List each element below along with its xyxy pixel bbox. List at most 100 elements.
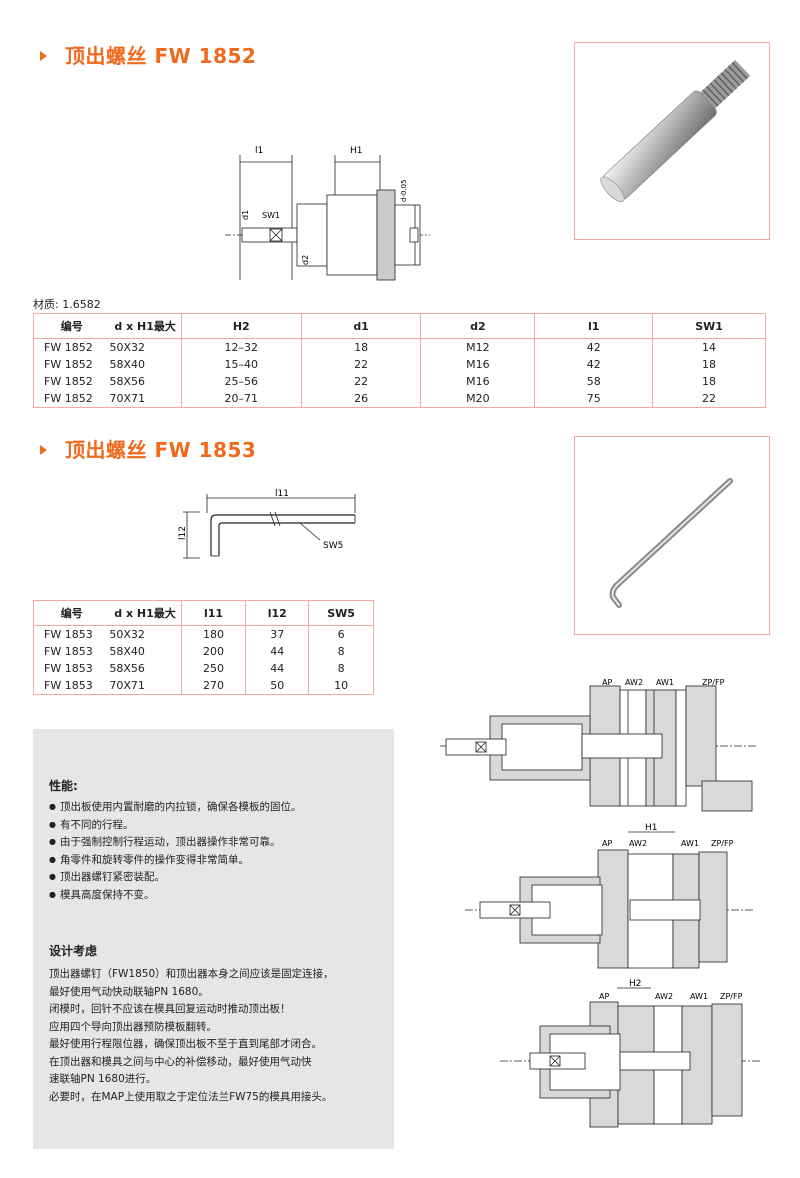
list-item-text: 由于强制控制行程运动，顶出器操作非常可靠。 bbox=[59, 836, 281, 848]
table-header-row: 编号 d x H1最大 H2 d1 d2 l1 SW1 bbox=[33, 313, 766, 339]
performance-list: 顶出板使用内置耐磨的内拉锁，确保各模板的固位。 有不同的行程。 由于强制控制行程… bbox=[49, 799, 302, 905]
table-row: FW 1852 58X56 25–56 22 M16 58 18 bbox=[33, 373, 766, 390]
material-label: 材质: 1.6582 bbox=[33, 298, 101, 311]
column-header: SW1 bbox=[652, 313, 766, 339]
fw1853-spec-table: 编号 d x H1最大 l11 l12 SW5 FW 1853 50X32 18… bbox=[33, 600, 374, 695]
table-cell: M16 bbox=[420, 373, 536, 390]
design-text: 顶出器螺钉（FW1850）和顶出器本身之间应该是固定连接， 最好使用气动快动联轴… bbox=[49, 966, 334, 1106]
table-cell: FW 1853 bbox=[33, 660, 110, 677]
dim-d-label: d-0.05 bbox=[400, 179, 408, 202]
table-cell: M16 bbox=[420, 356, 536, 373]
design-line: 应用四个导向顶出器预防模板翻转。 bbox=[49, 1020, 217, 1033]
table-row: FW 1852 50X32 12–32 18 M12 42 14 bbox=[33, 338, 766, 356]
table-cell: 25–56 bbox=[180, 373, 302, 390]
dim-d1-label: d1 bbox=[241, 210, 250, 220]
table-cell: 70X71 bbox=[109, 390, 182, 408]
column-header: H2 bbox=[180, 313, 302, 339]
table-row: FW 1853 58X40 200 44 8 bbox=[33, 643, 374, 660]
table-header-row: 编号 d x H1最大 l11 l12 SW5 bbox=[33, 600, 374, 626]
design-line: 顶出器螺钉（FW1850）和顶出器本身之间应该是固定连接， bbox=[49, 968, 334, 980]
table-cell: 58 bbox=[534, 373, 654, 390]
dim-d2-label: d2 bbox=[301, 255, 310, 265]
label-ap: AP bbox=[599, 992, 609, 1001]
label-aw2: AW2 bbox=[655, 992, 673, 1001]
list-item-text: 顶出器螺钉紧密装配。 bbox=[59, 871, 165, 883]
design-line: 速联轴PN 1680进行。 bbox=[49, 1073, 157, 1085]
design-line: 最好使用行程限位器，确保顶出板不至于直到尾部才闭合。 bbox=[49, 1038, 322, 1050]
column-header: 编号 bbox=[33, 313, 110, 339]
design-heading: 设计考虑 bbox=[49, 944, 98, 958]
label-aw2: AW2 bbox=[625, 678, 643, 687]
table-cell: 10 bbox=[308, 677, 374, 695]
table-cell: 8 bbox=[308, 660, 374, 677]
label-aw1: AW1 bbox=[656, 678, 674, 687]
list-item: 模具高度保持不变。 bbox=[49, 887, 301, 905]
list-item: 由于强制控制行程运动，顶出器操作非常可靠。 bbox=[49, 834, 301, 852]
table-cell: FW 1852 bbox=[33, 356, 110, 373]
label-h1: H1 bbox=[645, 823, 658, 833]
table-cell: 200 bbox=[180, 643, 247, 660]
table-cell: 22 bbox=[300, 356, 422, 373]
table-cell: 180 bbox=[180, 625, 247, 643]
column-header: 编号 bbox=[33, 600, 110, 626]
table-cell: 22 bbox=[300, 373, 422, 390]
table-cell: 37 bbox=[245, 625, 310, 643]
triangle-bullet-icon bbox=[40, 444, 47, 455]
label-aw2: AW2 bbox=[629, 839, 647, 848]
assembly-drawing-2: H1 AP AW2 AW1 ZP/FP bbox=[465, 823, 755, 969]
hex-key-photo-icon bbox=[609, 478, 733, 608]
section-title-text: 顶出螺丝 FW 1852 bbox=[65, 44, 257, 68]
dim-l11-label: l11 bbox=[275, 489, 289, 499]
fw1853-technical-drawing: l11 l12 SW5 bbox=[178, 489, 356, 559]
design-line: 在顶出器和模具之间与中心的补偿移动，最好使用气动快 bbox=[49, 1055, 312, 1068]
design-line: 闭模时，回针不应该在模具回复运动时推动顶出板！ bbox=[49, 1003, 291, 1015]
table-cell: 18 bbox=[300, 338, 422, 356]
table-cell: 58X56 bbox=[109, 660, 182, 677]
label-aw1: AW1 bbox=[681, 839, 699, 848]
fw1852-technical-drawing: l1 H1 SW1 d1 d2 d-0.05 bbox=[225, 146, 430, 281]
list-item-text: 有不同的行程。 bbox=[59, 818, 134, 831]
table-cell: 75 bbox=[534, 390, 654, 408]
table-cell: 18 bbox=[652, 356, 766, 373]
assembly-drawing-3: H2 AP AW2 AW1 ZP/FP bbox=[500, 979, 760, 1128]
table-cell: 270 bbox=[180, 677, 247, 695]
table-cell: FW 1853 bbox=[33, 677, 110, 695]
product-photo-fw1852 bbox=[574, 42, 770, 240]
table-row: FW 1853 70X71 270 50 10 bbox=[33, 677, 374, 695]
column-header: l1 bbox=[534, 313, 654, 339]
product-photo-fw1853 bbox=[574, 436, 770, 635]
list-item-text: 模具高度保持不变。 bbox=[59, 888, 155, 901]
list-item: 顶出板使用内置耐磨的内拉锁，确保各模板的固位。 bbox=[49, 799, 302, 817]
table-row: FW 1852 70X71 20–71 26 M20 75 22 bbox=[33, 390, 766, 408]
table-cell: 58X40 bbox=[109, 643, 182, 660]
column-header: d1 bbox=[300, 313, 422, 339]
section-title-fw1852: 顶出螺丝 FW 1852 bbox=[40, 40, 256, 69]
table-cell: 44 bbox=[245, 660, 310, 677]
label-ap: AP bbox=[602, 678, 612, 687]
label-ap: AP bbox=[602, 839, 612, 848]
table-cell: FW 1852 bbox=[33, 338, 110, 356]
table-cell: 20–71 bbox=[180, 390, 302, 408]
label-zpfp: ZP/FP bbox=[702, 678, 725, 687]
table-cell: FW 1852 bbox=[33, 390, 110, 408]
column-header: d2 bbox=[420, 313, 536, 339]
table-cell: 58X40 bbox=[109, 356, 182, 373]
dim-sw5-label: SW5 bbox=[323, 541, 343, 551]
table-row: FW 1853 50X32 180 37 6 bbox=[33, 625, 374, 643]
label-aw1: AW1 bbox=[690, 992, 708, 1001]
table-cell: 50 bbox=[245, 677, 310, 695]
section-title-text: 顶出螺丝 FW 1853 bbox=[65, 438, 257, 462]
table-row: FW 1853 58X56 250 44 8 bbox=[33, 660, 374, 677]
design-line: 最好使用气动快动联轴PN 1680。 bbox=[49, 985, 209, 998]
table-cell: 14 bbox=[652, 338, 766, 356]
table-cell: 250 bbox=[180, 660, 247, 677]
screw-photo-icon bbox=[600, 59, 751, 202]
table-cell: 44 bbox=[245, 643, 310, 660]
table-cell: 70X71 bbox=[109, 677, 182, 695]
table-cell: 8 bbox=[308, 643, 374, 660]
section-title-fw1853: 顶出螺丝 FW 1853 bbox=[40, 434, 256, 463]
list-item-text: 角零件和旋转零件的操作变得非常简单。 bbox=[59, 853, 249, 866]
triangle-bullet-icon bbox=[40, 50, 47, 61]
dim-l1-label: l1 bbox=[255, 146, 263, 156]
list-item: 角零件和旋转零件的操作变得非常简单。 bbox=[49, 852, 301, 870]
